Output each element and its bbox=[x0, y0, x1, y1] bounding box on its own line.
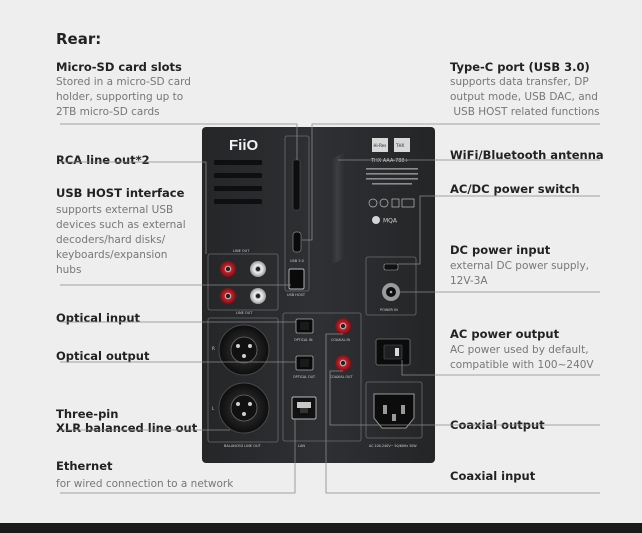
ac-rating-caption: AC 100-240V~ 50/60Hz 30W bbox=[369, 444, 417, 448]
power-in-caption: POWER IN bbox=[380, 308, 398, 312]
label-micro-sd-heading: Micro-SD card slots bbox=[56, 60, 182, 74]
hi-res-badge bbox=[372, 138, 388, 152]
label-power-switch-heading: AC/DC power switch bbox=[450, 182, 580, 196]
balanced-caption: BALANCED LINE OUT bbox=[224, 444, 262, 448]
usb-c-caption: USB 3.0 bbox=[290, 259, 304, 263]
label-dc-input-desc: external DC power supply, 12V-3A bbox=[450, 260, 590, 287]
label-coaxial-input-heading: Coaxial input bbox=[450, 469, 536, 483]
page-title: Rear: bbox=[56, 30, 102, 48]
ac-iec-inlet bbox=[373, 393, 415, 429]
label-optical-output-heading: Optical output bbox=[56, 349, 150, 363]
label-micro-sd-desc: Stored in a micro-SD card holder, suppor… bbox=[56, 76, 191, 118]
label-xlr-heading: Three-pin XLR balanced line out bbox=[56, 407, 198, 435]
certification-marks bbox=[368, 198, 415, 208]
label-usb-host-desc: supports external USB devices such as ex… bbox=[56, 204, 186, 276]
svg-text:Hi-Res: Hi-Res bbox=[374, 143, 387, 148]
rca-panel-outline bbox=[207, 253, 279, 311]
label-type-c-heading: Type-C port (USB 3.0) bbox=[450, 60, 590, 74]
ac-panel-outline bbox=[365, 381, 423, 439]
device-body bbox=[202, 127, 435, 463]
svg-text:MQA: MQA bbox=[383, 218, 398, 225]
leader-lines bbox=[60, 123, 600, 494]
label-ac-output-heading: AC power output bbox=[450, 327, 560, 341]
svg-text:COAXIAL OUT: COAXIAL OUT bbox=[330, 375, 353, 379]
label-dc-input-heading: DC power input bbox=[450, 243, 551, 257]
label-usb-host-heading: USB HOST interface bbox=[56, 186, 185, 200]
line-out-top-caption: LINE OUT bbox=[233, 249, 250, 253]
usb-c-port bbox=[292, 231, 302, 253]
fiio-logo: FiiO bbox=[229, 137, 258, 154]
label-ethernet-heading: Ethernet bbox=[56, 459, 113, 473]
xlr-panel-outline bbox=[207, 317, 279, 443]
micro-sd-slot bbox=[292, 159, 301, 211]
label-ethernet-desc: for wired connection to a network bbox=[56, 478, 234, 490]
svg-text:THX: THX bbox=[395, 143, 404, 148]
label-antenna-heading: WiFi/Bluetooth antenna bbox=[450, 148, 604, 162]
svg-text:COAXIAL IN: COAXIAL IN bbox=[331, 338, 350, 342]
label-rca-heading: RCA line out*2 bbox=[56, 153, 150, 167]
mqa-mark bbox=[372, 216, 380, 224]
thx-badge bbox=[394, 138, 410, 152]
spec-text-lines bbox=[366, 168, 418, 185]
label-type-c-desc: supports data transfer, DP output mode, … bbox=[450, 76, 600, 118]
svg-text:R: R bbox=[212, 346, 215, 351]
vent-slots bbox=[214, 160, 262, 204]
bottom-bar bbox=[0, 523, 642, 533]
svg-text:L: L bbox=[212, 406, 215, 411]
label-ac-output-desc: AC power used by default, compatible wit… bbox=[450, 344, 594, 371]
usb-host-caption: USB HOST bbox=[287, 293, 306, 297]
svg-text:OPTICAL OUT: OPTICAL OUT bbox=[293, 375, 316, 379]
ac-dc-switch bbox=[383, 263, 399, 271]
usb-host-port bbox=[288, 268, 305, 290]
label-optical-input-heading: Optical input bbox=[56, 311, 141, 325]
dc-panel-outline bbox=[365, 256, 417, 316]
antenna bbox=[330, 152, 345, 265]
svg-text:OPTICAL IN: OPTICAL IN bbox=[294, 338, 313, 342]
svg-text:LAN: LAN bbox=[298, 444, 305, 448]
thx-label: THX AAA-788+ bbox=[370, 158, 409, 164]
line-out-bottom-caption: LINE OUT bbox=[236, 311, 253, 315]
digital-panel-outline bbox=[282, 312, 362, 442]
